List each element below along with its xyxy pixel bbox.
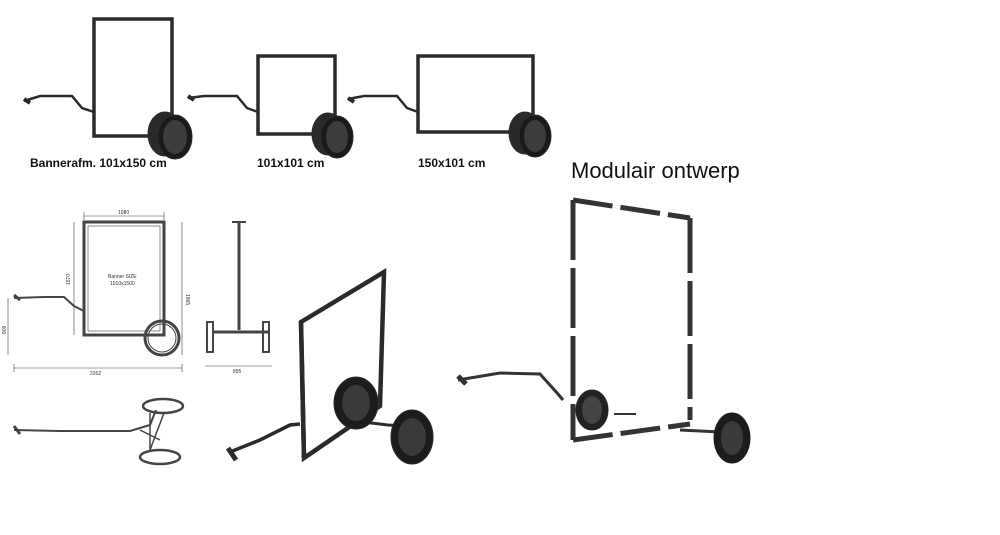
dim-top-width: 1080 [118, 210, 129, 216]
trailer-3-illustration [346, 54, 552, 158]
dim-total-length: 2262 [90, 371, 101, 377]
dim-frame-height: 1570 [66, 274, 72, 285]
dim-hitch-height: 909 [2, 325, 8, 334]
technical-side-view [7, 212, 183, 372]
technical-top-view [12, 397, 185, 466]
trailer-2-label: 101x101 cm [257, 156, 325, 170]
banner-size-value: 1010x1500 [110, 281, 135, 287]
trailer-1-label: Bannerafm. 101x150 cm [30, 156, 167, 170]
dim-base-width: 895 [233, 369, 242, 375]
perspective-rendering [225, 267, 434, 465]
banner-size-title: Banner SIZE [108, 274, 137, 280]
modular-exploded-view [456, 197, 751, 464]
dim-total-height: 1865 [184, 294, 190, 305]
technical-front-view [205, 221, 272, 367]
trailer-1-illustration [22, 17, 193, 160]
modular-design-title: Modulair ontwerp [571, 158, 740, 183]
trailer-2-illustration [186, 54, 354, 159]
trailer-3-label: 150x101 cm [418, 156, 486, 170]
